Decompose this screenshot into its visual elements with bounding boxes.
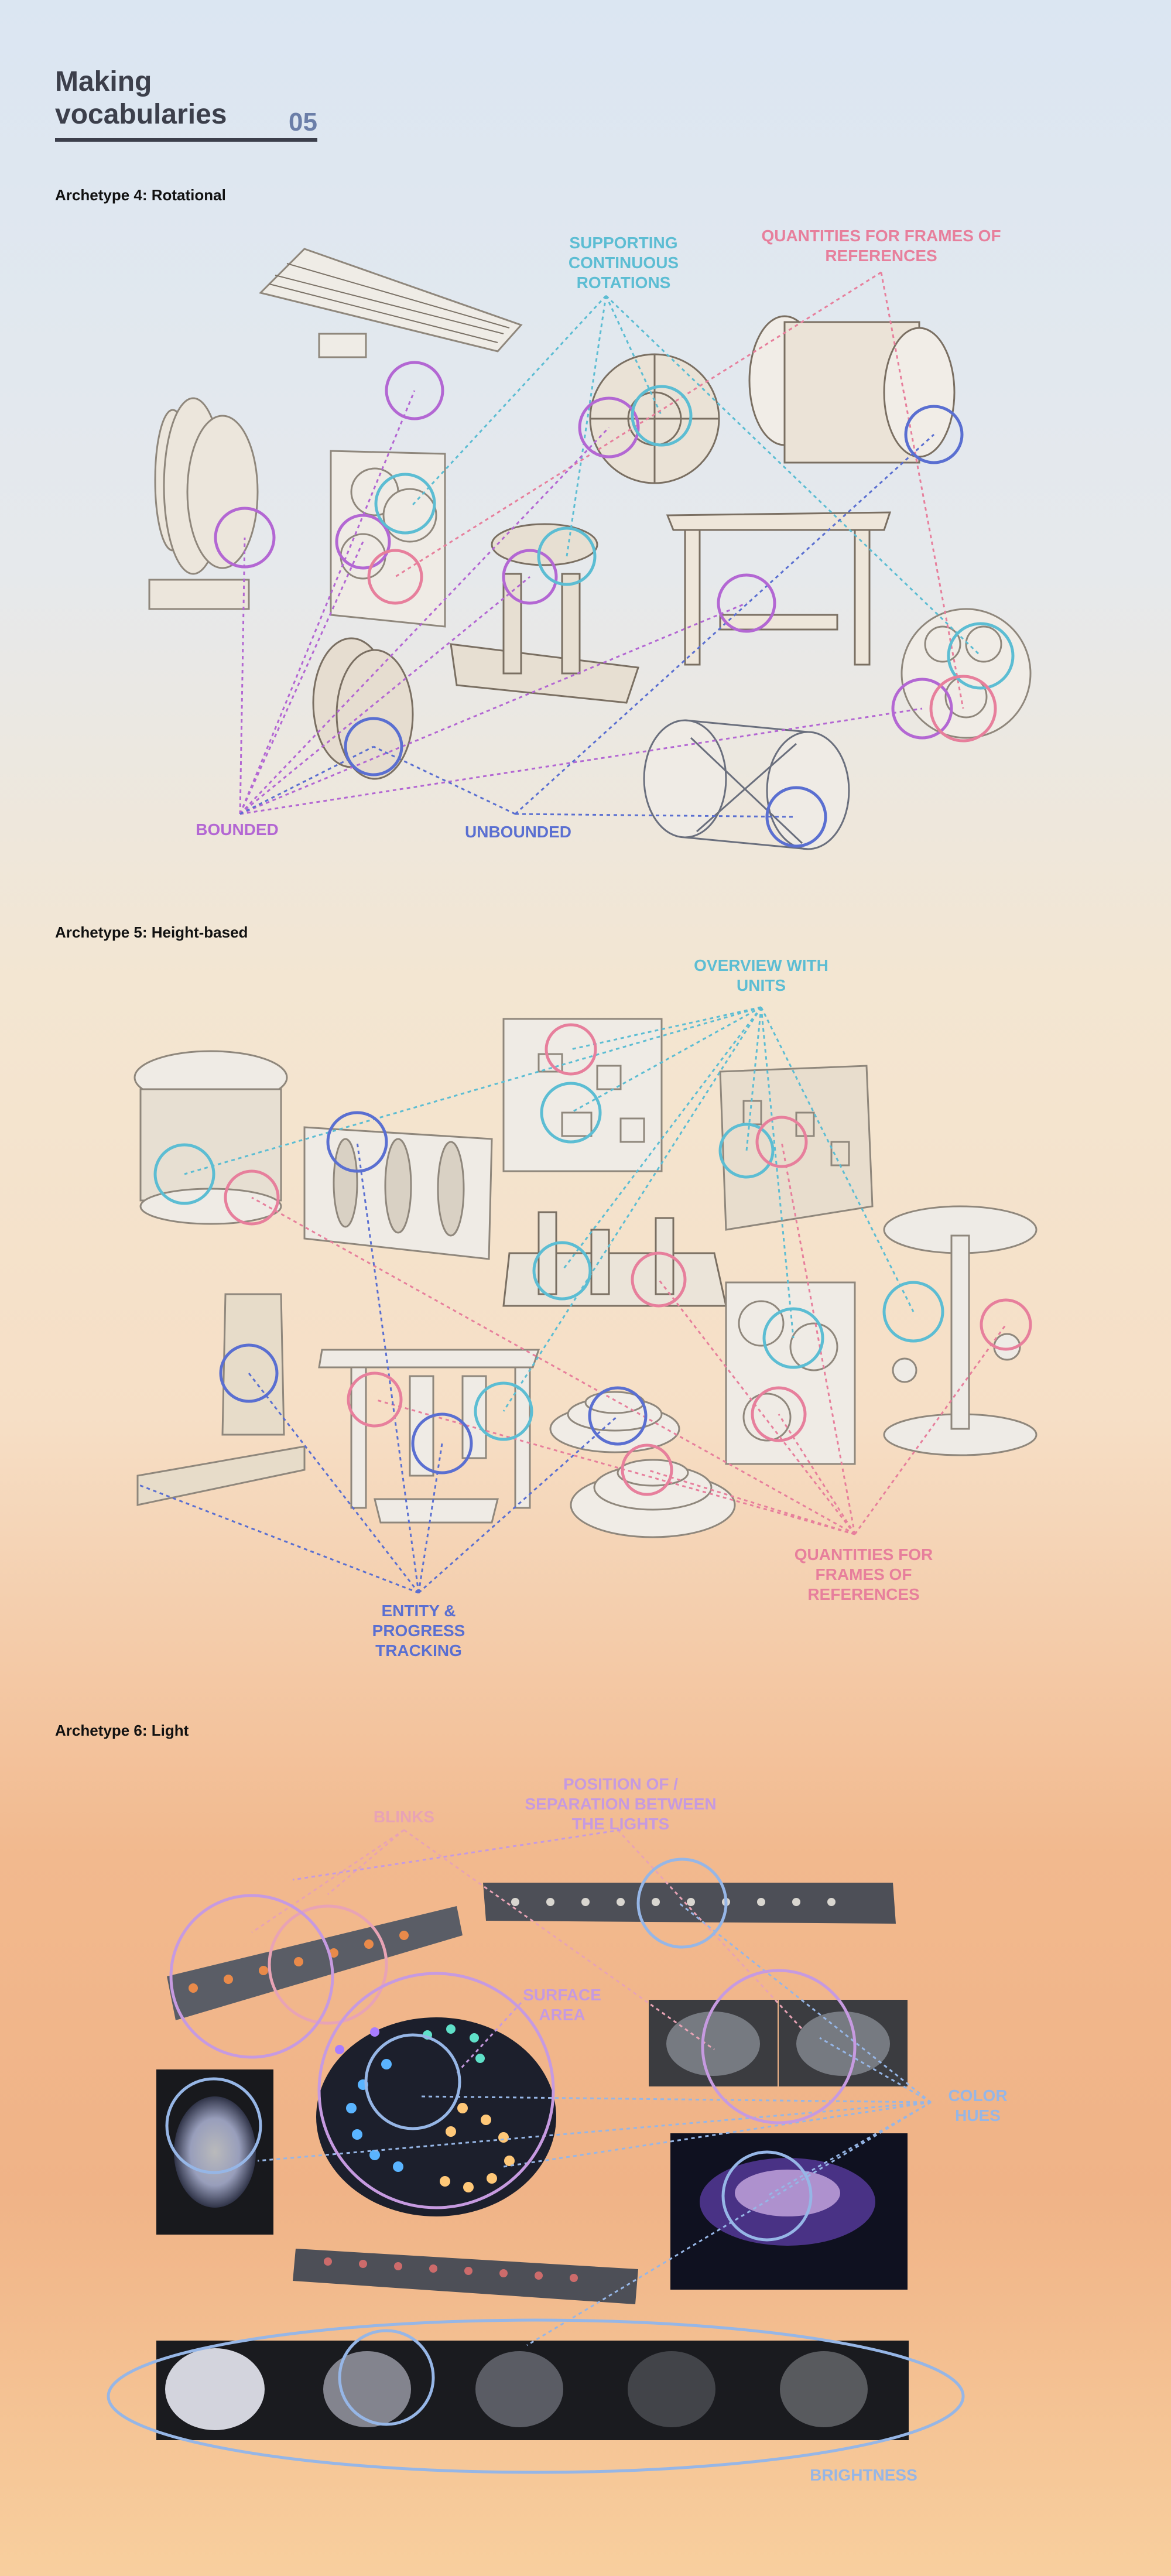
model-cylinder-frame (748, 315, 956, 464)
connectors-unbounded (239, 433, 935, 818)
label-color-hues: COLOR HUES (948, 2086, 1008, 2125)
model-spiral-disks (148, 397, 259, 610)
label-brightness: BRIGHTNESS (810, 2466, 917, 2484)
label-surface-area: SURFACE AREA (523, 1986, 601, 2024)
connectors-quantities-height (251, 1141, 1007, 1535)
model-circle-board-2 (725, 1281, 856, 1465)
led-bar-angled (167, 1906, 463, 2020)
connectors-blinks (251, 1829, 803, 2051)
model-disk-sphere (900, 608, 1032, 739)
section-title-light: Archetype 6: Light (55, 1722, 189, 1739)
label-bounded: BOUNDED (196, 820, 279, 839)
led-photo-pair-2 (779, 2000, 908, 2086)
led-photo-pair-1 (649, 2000, 778, 2086)
led-bar-bottom (293, 2249, 638, 2304)
label-position-lights: POSITION OF / SEPARATION BETWEEN THE LIG… (525, 1775, 717, 1833)
led-bar-top (483, 1883, 896, 1924)
connectors-overview (184, 1006, 915, 1412)
led-ring-disk (316, 2017, 556, 2216)
led-photo-dark (670, 2133, 908, 2290)
label-blinks: BLINKS (373, 1808, 435, 1826)
connectors-entity (137, 1141, 618, 1594)
section-title-rotational: Archetype 4: Rotational (55, 186, 226, 204)
title-rule (55, 138, 317, 142)
model-stepped-pegs (502, 1211, 727, 1307)
label-unbounded: UNBOUNDED (465, 823, 571, 841)
connectors-color (257, 1902, 932, 2346)
model-paddle-wheel (312, 637, 414, 780)
model-spoked-wheel (589, 353, 720, 484)
model-slot-panels (303, 1126, 493, 1260)
model-hanging-carousel (133, 1050, 288, 1225)
model-table-swing (666, 511, 892, 666)
model-accordion-panel (259, 248, 523, 358)
model-pendulum-stand (883, 1205, 1038, 1456)
label-quantities-height: QUANTITIES FOR FRAMES OF REFERENCES (794, 1545, 933, 1603)
connectors-bounded (239, 390, 923, 815)
connectors-surface (292, 1829, 621, 2074)
brightness-strip (156, 2341, 909, 2440)
page-title-line2: vocabularies (55, 99, 227, 130)
model-cube-grid (719, 1065, 874, 1231)
label-overview-units: OVERVIEW WITH UNITS (694, 956, 828, 994)
label-supporting-rotations: SUPPORTING CONTINUOUS ROTATIONS (568, 234, 679, 292)
label-quantities-rotational: QUANTITIES FOR FRAMES OF REFERENCES (761, 227, 1001, 265)
page-header: Making vocabularies 05 (55, 66, 317, 142)
section-title-height: Archetype 5: Height-based (55, 923, 248, 941)
page-title-line1: Making (55, 66, 152, 97)
label-entity-tracking: ENTITY & PROGRESS TRACKING (372, 1602, 465, 1660)
page-number: 05 (289, 108, 317, 136)
connectors-supporting (412, 295, 982, 657)
connectors-quantities (395, 271, 964, 709)
model-string-drum (643, 719, 850, 850)
